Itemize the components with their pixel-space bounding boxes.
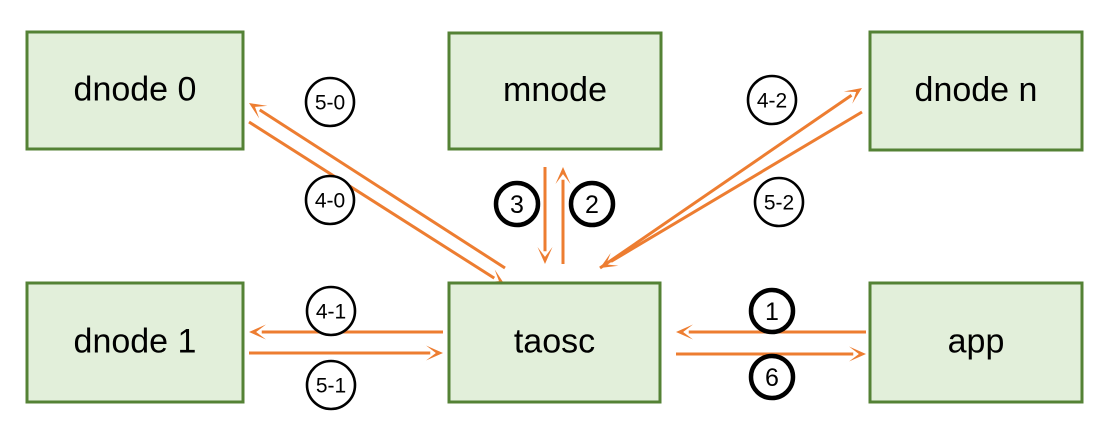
badge-circle-e5_2 bbox=[753, 176, 805, 228]
node-taosc[interactable]: taosc bbox=[447, 281, 662, 404]
node-dnode0[interactable]: dnode 0 bbox=[25, 30, 245, 151]
node-label-mnode: mnode bbox=[503, 71, 607, 109]
badge-label-e3: 3 bbox=[510, 191, 524, 219]
arrow-head-e3 bbox=[537, 247, 553, 264]
edge-line-e5_0 bbox=[248, 120, 496, 280]
badge-circle-e1 bbox=[748, 287, 796, 335]
badge-e5_1[interactable]: 5-1 bbox=[305, 359, 357, 411]
edge-e4_2[interactable] bbox=[599, 88, 862, 270]
node-box-dnode0[interactable] bbox=[25, 30, 245, 151]
badge-circle-e4_0 bbox=[304, 174, 356, 226]
edge-e5_2[interactable] bbox=[600, 110, 863, 268]
badge-circle-e3 bbox=[493, 180, 541, 228]
badge-label-e6: 6 bbox=[765, 364, 779, 392]
edge-line-e5_2 bbox=[610, 110, 863, 263]
node-box-taosc[interactable] bbox=[447, 281, 662, 404]
badge-circle-e5_1 bbox=[305, 359, 357, 411]
badge-circle-e4_2 bbox=[746, 74, 798, 126]
node-label-taosc: taosc bbox=[514, 322, 595, 360]
nodes-layer: dnode 0 mnode dnode n dnode 1 taosc app bbox=[25, 30, 1084, 404]
badge-label-e2: 2 bbox=[585, 191, 599, 219]
badge-e4_0[interactable]: 4-0 bbox=[304, 174, 356, 226]
badge-e6[interactable]: 6 bbox=[748, 353, 796, 401]
edge-e6[interactable] bbox=[676, 346, 866, 362]
badge-e4_1[interactable]: 4-1 bbox=[305, 285, 357, 337]
node-label-dnoden: dnode n bbox=[915, 71, 1038, 109]
arrow-head-e4_0 bbox=[249, 103, 268, 119]
badge-e3[interactable]: 3 bbox=[493, 180, 541, 228]
node-box-dnoden[interactable] bbox=[868, 30, 1084, 152]
badge-e5_2[interactable]: 5-2 bbox=[753, 176, 805, 228]
badge-label-e4_0: 4-0 bbox=[315, 190, 345, 213]
arrow-head-e2 bbox=[555, 167, 571, 184]
edge-e4_0[interactable] bbox=[249, 103, 506, 270]
badge-circle-e2 bbox=[568, 180, 616, 228]
badge-label-e5_1: 5-1 bbox=[316, 375, 346, 398]
node-dnoden[interactable]: dnode n bbox=[868, 30, 1084, 152]
edge-line-e4_2 bbox=[599, 93, 853, 270]
badge-label-e4_1: 4-1 bbox=[316, 301, 346, 324]
edge-e5_0[interactable] bbox=[248, 120, 505, 285]
node-label-dnode1: dnode 1 bbox=[74, 322, 197, 360]
arrow-head-e4_2 bbox=[843, 88, 862, 104]
badge-label-e4_2: 4-2 bbox=[757, 90, 787, 113]
badge-e5_0[interactable]: 5-0 bbox=[304, 76, 356, 128]
node-label-app: app bbox=[948, 322, 1005, 360]
badge-e4_2[interactable]: 4-2 bbox=[746, 74, 798, 126]
badge-label-e1: 1 bbox=[765, 298, 779, 326]
node-app[interactable]: app bbox=[868, 281, 1084, 404]
edges-layer bbox=[248, 88, 866, 362]
badge-circle-e4_1 bbox=[305, 285, 357, 337]
edge-e4_1[interactable] bbox=[249, 324, 443, 340]
node-box-dnode1[interactable] bbox=[25, 281, 245, 404]
badge-circle-e5_0 bbox=[304, 76, 356, 128]
arrow-head-e6 bbox=[849, 346, 866, 362]
arrow-head-e1 bbox=[676, 324, 693, 340]
arrow-head-e5_1 bbox=[426, 345, 443, 361]
node-box-app[interactable] bbox=[868, 281, 1084, 404]
arrow-head-e5_2 bbox=[600, 252, 619, 268]
badge-e2[interactable]: 2 bbox=[568, 180, 616, 228]
badges-layer: 1 6 2 3 4-0 5-0 4-2 5-2 4-1 5-1 bbox=[304, 74, 805, 411]
edge-line-e4_0 bbox=[258, 108, 506, 270]
edge-e2[interactable] bbox=[555, 167, 571, 264]
badge-label-e5_2: 5-2 bbox=[764, 192, 794, 215]
arrow-head-e5_0 bbox=[486, 269, 505, 285]
edge-e3[interactable] bbox=[537, 167, 553, 264]
node-box-mnode[interactable] bbox=[447, 31, 663, 151]
node-mnode[interactable]: mnode bbox=[447, 31, 663, 151]
badge-circle-e6 bbox=[748, 353, 796, 401]
badge-label-e5_0: 5-0 bbox=[315, 92, 345, 115]
badge-e1[interactable]: 1 bbox=[748, 287, 796, 335]
node-dnode1[interactable]: dnode 1 bbox=[25, 281, 245, 404]
arrow-head-e4_1 bbox=[249, 324, 266, 340]
node-label-dnode0: dnode 0 bbox=[74, 70, 197, 108]
edge-e5_1[interactable] bbox=[249, 345, 443, 361]
